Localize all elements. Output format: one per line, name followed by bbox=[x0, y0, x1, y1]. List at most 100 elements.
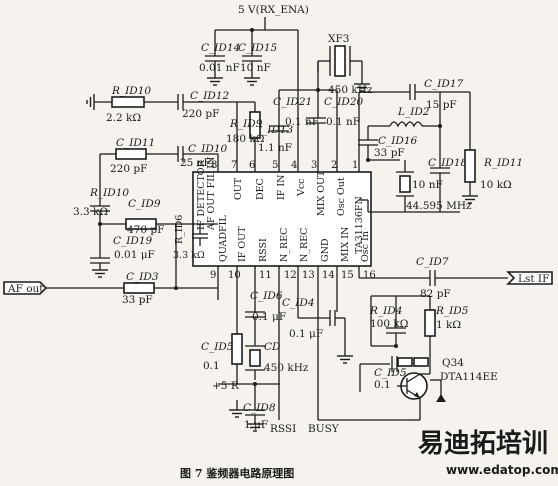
c-id6-ref: C_ID4 bbox=[282, 297, 315, 309]
cap-c-id9: C_ID19 0.01 μF bbox=[90, 232, 155, 278]
r-id8-ref: C_ID11 bbox=[116, 137, 155, 149]
r-id9-ref: R_ID9 bbox=[229, 118, 263, 130]
q34-part: DTA114EE bbox=[440, 371, 498, 383]
pin-name-n-rec-b: N_REC bbox=[299, 228, 310, 262]
c-id7-ref: C_ID6 bbox=[250, 290, 283, 302]
busy-label: BUSY bbox=[308, 423, 340, 435]
cap-c-id7: C_ID6 0.1 μF bbox=[245, 290, 286, 340]
pin-name-osc-in: Osc In bbox=[360, 231, 371, 262]
pin-number-14: 14 bbox=[322, 270, 335, 281]
af-out-port[interactable]: AF out bbox=[3, 281, 48, 295]
c-id12-ref: C_ID12 bbox=[190, 90, 230, 102]
pin-number-3: 3 bbox=[311, 160, 317, 171]
pin-number-7: 7 bbox=[231, 160, 237, 171]
r-id8-value: 220 pF bbox=[110, 163, 147, 175]
watermark: 易迪拓培训 www.edatop.com bbox=[418, 429, 558, 477]
plus5-label: +5 R bbox=[212, 380, 240, 392]
cd-value: 450 kHz bbox=[264, 362, 309, 374]
c-id11-value: 25 nF bbox=[180, 157, 211, 169]
watermark-url: www.edatop.com bbox=[446, 463, 558, 477]
pin-number-4: 4 bbox=[291, 160, 297, 171]
cap-c-id19: R_ID6 3.3 kΩ bbox=[173, 215, 218, 261]
xf3-ref: XF3 bbox=[328, 33, 349, 45]
lst-if-port[interactable]: Lst IF bbox=[506, 271, 553, 285]
r-id4-ref: R_ID5 bbox=[435, 305, 469, 317]
c-id17-ref: C_ID17 bbox=[424, 78, 464, 90]
r-id6-ref: C_ID3 bbox=[126, 271, 159, 283]
r-id5-ref: C_ID5 bbox=[201, 341, 234, 353]
l-id2-ref: L_ID2 bbox=[397, 106, 430, 118]
pin-number-5: 5 bbox=[272, 160, 278, 171]
crystal-x1: 44.595 MHz bbox=[359, 159, 472, 213]
chip-top-pins: 8 7 6 5 4 3 2 1 IF DETECTOR AF OUT FIL I… bbox=[196, 40, 360, 231]
c-id9-value: 0.01 μF bbox=[114, 249, 155, 261]
c-id14-ref: C_ID14 bbox=[201, 42, 240, 54]
c-id11-ref: C_ID10 bbox=[188, 143, 228, 155]
rssi-label: RSSI bbox=[270, 423, 296, 435]
cap-c-id4: R_ID4 100 kΩ bbox=[369, 295, 430, 347]
cd-ref: CD bbox=[264, 341, 281, 353]
vcc-label: 5 V(RX_ENA) bbox=[238, 4, 309, 16]
pin-number-16: 16 bbox=[363, 270, 376, 281]
resistor-r-id6: C_ID3 33 pF bbox=[42, 260, 218, 306]
pin-number-9: 9 bbox=[210, 270, 216, 281]
transistor-q34: Q34 DTA114EE bbox=[397, 354, 498, 421]
c-id18-ref: C_ID18 bbox=[428, 157, 468, 169]
ic-chip: TA31136FN bbox=[192, 171, 372, 267]
c-id20-ref: C_ID20 bbox=[324, 96, 364, 108]
pin-name-vcc: Vcc bbox=[296, 178, 307, 197]
r-id4-value: 1 kΩ bbox=[436, 319, 461, 331]
cap-c-id6: C_ID4 0.1 μF bbox=[282, 297, 354, 364]
c-id19-ref: R_ID6 bbox=[174, 215, 185, 244]
c-id21-ref: C_ID21 bbox=[273, 96, 312, 108]
cap-c-id14: C_ID14 0.01 nF bbox=[199, 42, 240, 86]
c-id14-value: 0.01 nF bbox=[199, 62, 240, 74]
xf3-filter: XF3 450 kHz bbox=[317, 33, 373, 96]
cap-c-id13: C_ID13 1.1 nF bbox=[254, 89, 318, 154]
xf3-value: 450 kHz bbox=[328, 84, 373, 96]
resistor-r-id10-mid: C_ID9 470 pF bbox=[100, 198, 177, 260]
chip-name: TA31136FN bbox=[354, 196, 365, 254]
pin-number-12: 12 bbox=[284, 270, 297, 281]
r-id10-mid-ref: C_ID9 bbox=[128, 198, 161, 210]
plus5-supply: +5 R bbox=[212, 290, 240, 392]
c-id20-value: 0.1 nF bbox=[326, 116, 360, 128]
busy-output: BUSY bbox=[308, 300, 408, 435]
resistor-r-id9: R_ID9 180 kΩ bbox=[226, 104, 265, 150]
resistor-r-id10-top: R_ID10 2.2 kΩ bbox=[86, 85, 178, 124]
c-id15-value: 10 nF bbox=[240, 62, 271, 74]
pin-name-if-in: IF IN bbox=[276, 175, 287, 200]
rssi-output: RSSI bbox=[270, 300, 296, 435]
cap-c-id18: C_ID18 10 nF bbox=[412, 126, 468, 212]
c-id6-value: 0.1 μF bbox=[289, 328, 323, 340]
pin-number-10: 10 bbox=[228, 270, 241, 281]
pin-name-dec: DEC bbox=[255, 178, 266, 200]
pin-name-mix-in: MIX IN bbox=[340, 227, 351, 262]
cap-c-id3: C_ID7 82 pF bbox=[359, 256, 508, 300]
pin-number-6: 6 bbox=[249, 160, 255, 171]
c-id15-ref: C_ID15 bbox=[238, 42, 278, 54]
r-id11-value: 10 kΩ bbox=[480, 179, 512, 191]
crystal-x1-value: 44.595 MHz bbox=[406, 200, 472, 212]
ceramic-cd: CD 450 kHz bbox=[245, 340, 309, 380]
c-id7-value: 0.1 μF bbox=[252, 311, 286, 323]
pin-number-11: 11 bbox=[259, 270, 272, 281]
lst-if-label: Lst IF bbox=[518, 273, 549, 285]
pin-number-2: 2 bbox=[331, 160, 337, 171]
pin-name-af-out: AF OUT FIL IN bbox=[206, 157, 217, 231]
c-id10-value: 3.3 kΩ bbox=[73, 206, 108, 218]
c-id5-ref: C_ID5 bbox=[374, 367, 407, 379]
r-id6-value: 33 pF bbox=[122, 294, 153, 306]
cap-c-id16: C_ID16 33 pF bbox=[358, 126, 418, 160]
pin-name-if-detector: IF DETECTOR bbox=[196, 159, 207, 230]
r-id5-value: 0.1 bbox=[203, 360, 220, 372]
watermark-brand: 易迪拓培训 bbox=[418, 429, 548, 459]
r-id11-ref: R_ID11 bbox=[483, 157, 523, 169]
c-id13-value: 1.1 nF bbox=[258, 142, 292, 154]
pin-name-osc-out: Osc Out bbox=[336, 177, 347, 216]
af-out-label: AF out bbox=[7, 283, 44, 295]
cap-c-id21: C_ID21 0.1 nF bbox=[273, 90, 326, 130]
cap-c-id11: C_ID10 25 nF bbox=[177, 102, 238, 169]
cap-c-id17: C_ID17 15 pF bbox=[358, 78, 470, 130]
inductor-l-id2: L_ID2 bbox=[368, 92, 441, 128]
